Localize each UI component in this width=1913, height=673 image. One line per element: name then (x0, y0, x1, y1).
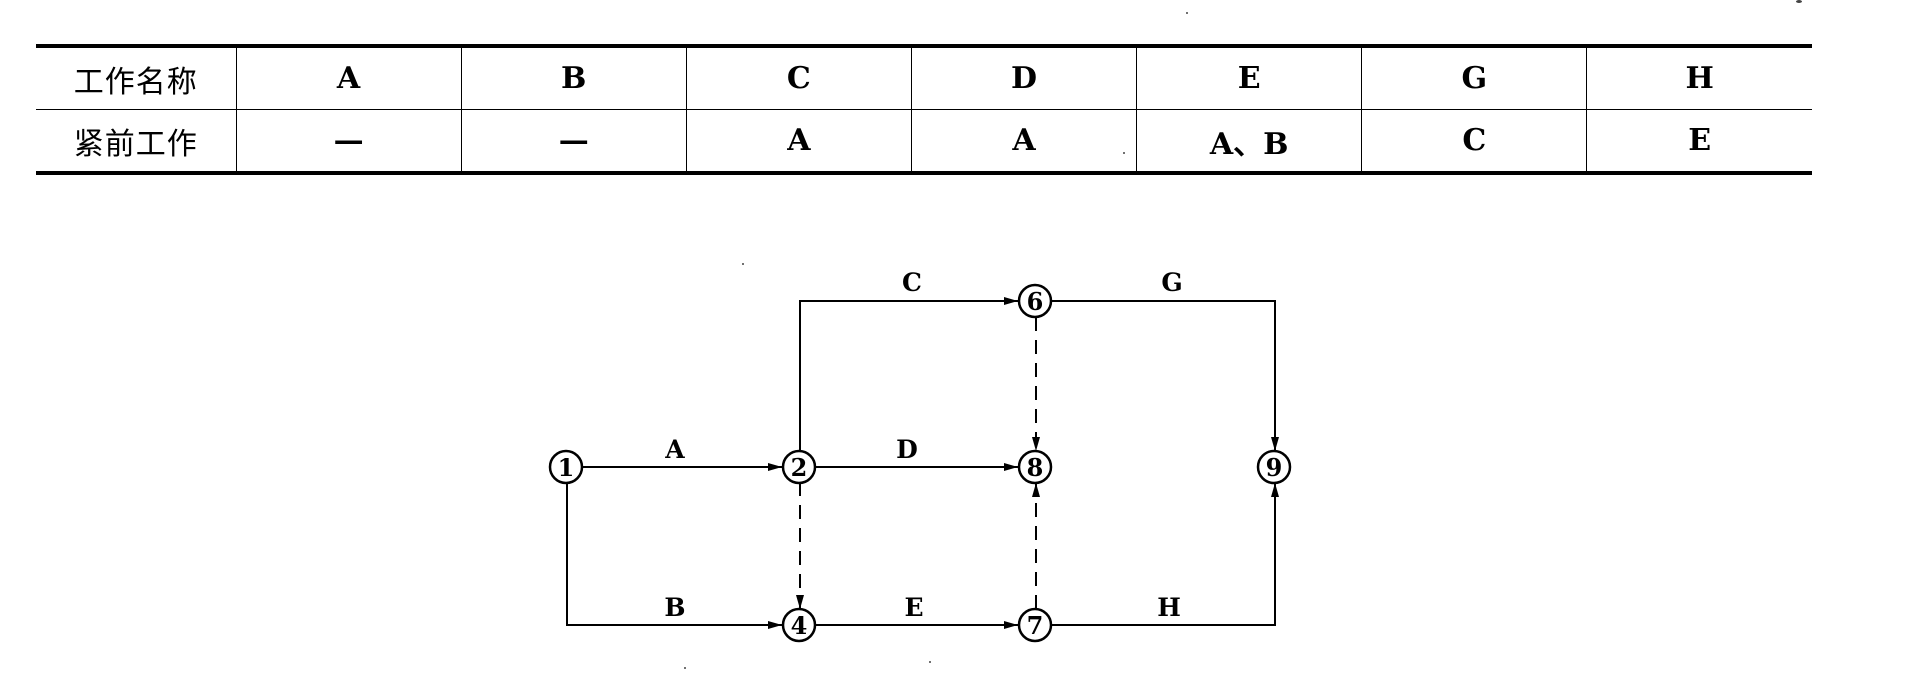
label-D: D (896, 435, 918, 464)
work-name-cell: B (460, 46, 687, 110)
scan-speck (1796, 0, 1802, 3)
work-name-header: 工作名称 (36, 46, 236, 110)
dummy-arrows (796, 317, 1040, 609)
work-name-cell: G (1361, 46, 1587, 110)
predecessor-cell: A、B (1136, 109, 1362, 173)
activity-arrows (566, 297, 1279, 629)
predecessor-header: 紧前工作 (73, 126, 198, 162)
node-1: 1 (548, 449, 584, 485)
node-6: 6 (1017, 283, 1053, 319)
work-name-cell: C (685, 46, 912, 110)
work-name-cell: A (235, 46, 462, 110)
work-name-cell: E (1136, 46, 1362, 110)
predecessor-cell: — (460, 109, 687, 173)
scan-speck (742, 263, 744, 265)
arrow-B (566, 482, 782, 629)
node-9: 9 (1256, 449, 1292, 485)
node-8-label: 8 (1027, 453, 1044, 482)
label-B: B (664, 593, 685, 622)
predecessor-cell: A (910, 109, 1137, 173)
node-4-label: 4 (791, 611, 808, 640)
predecessor-cell: C (1361, 109, 1587, 173)
label-G: G (1161, 268, 1182, 297)
predecessor-cell: E (1586, 109, 1812, 173)
label-E: E (904, 593, 923, 622)
node-8: 8 (1017, 449, 1053, 485)
scan-speck (684, 667, 686, 669)
arrow-G (1051, 300, 1279, 451)
scan-speck (1123, 152, 1125, 154)
node-2: 2 (781, 449, 817, 485)
predecessor-row: 紧前工作 — — A A A、B C E (36, 109, 1812, 173)
work-relation-table: 工作名称 A B C D E G H 紧前工作 — — A A A、B C E (36, 44, 1812, 175)
predecessor-cell: A (685, 109, 912, 173)
node-4: 4 (781, 607, 817, 643)
node-9-label: 9 (1266, 453, 1283, 482)
node-1-label: 1 (558, 453, 575, 482)
node-7: 7 (1017, 607, 1053, 643)
arrow-H (1051, 483, 1279, 626)
work-name-cell: H (1586, 46, 1812, 110)
node-6-label: 6 (1027, 287, 1044, 316)
arrow-C (799, 297, 1018, 452)
scan-speck (929, 661, 931, 663)
predecessor-cell: — (235, 109, 462, 173)
scan-speck (1186, 12, 1188, 14)
label-H: H (1157, 593, 1181, 622)
node-7-label: 7 (1027, 611, 1044, 640)
work-name-row: 工作名称 A B C D E G H (36, 46, 1812, 110)
label-A: A (664, 435, 685, 464)
work-name-cell: D (910, 46, 1137, 110)
label-C: C (902, 268, 922, 297)
node-2-label: 2 (791, 453, 808, 482)
